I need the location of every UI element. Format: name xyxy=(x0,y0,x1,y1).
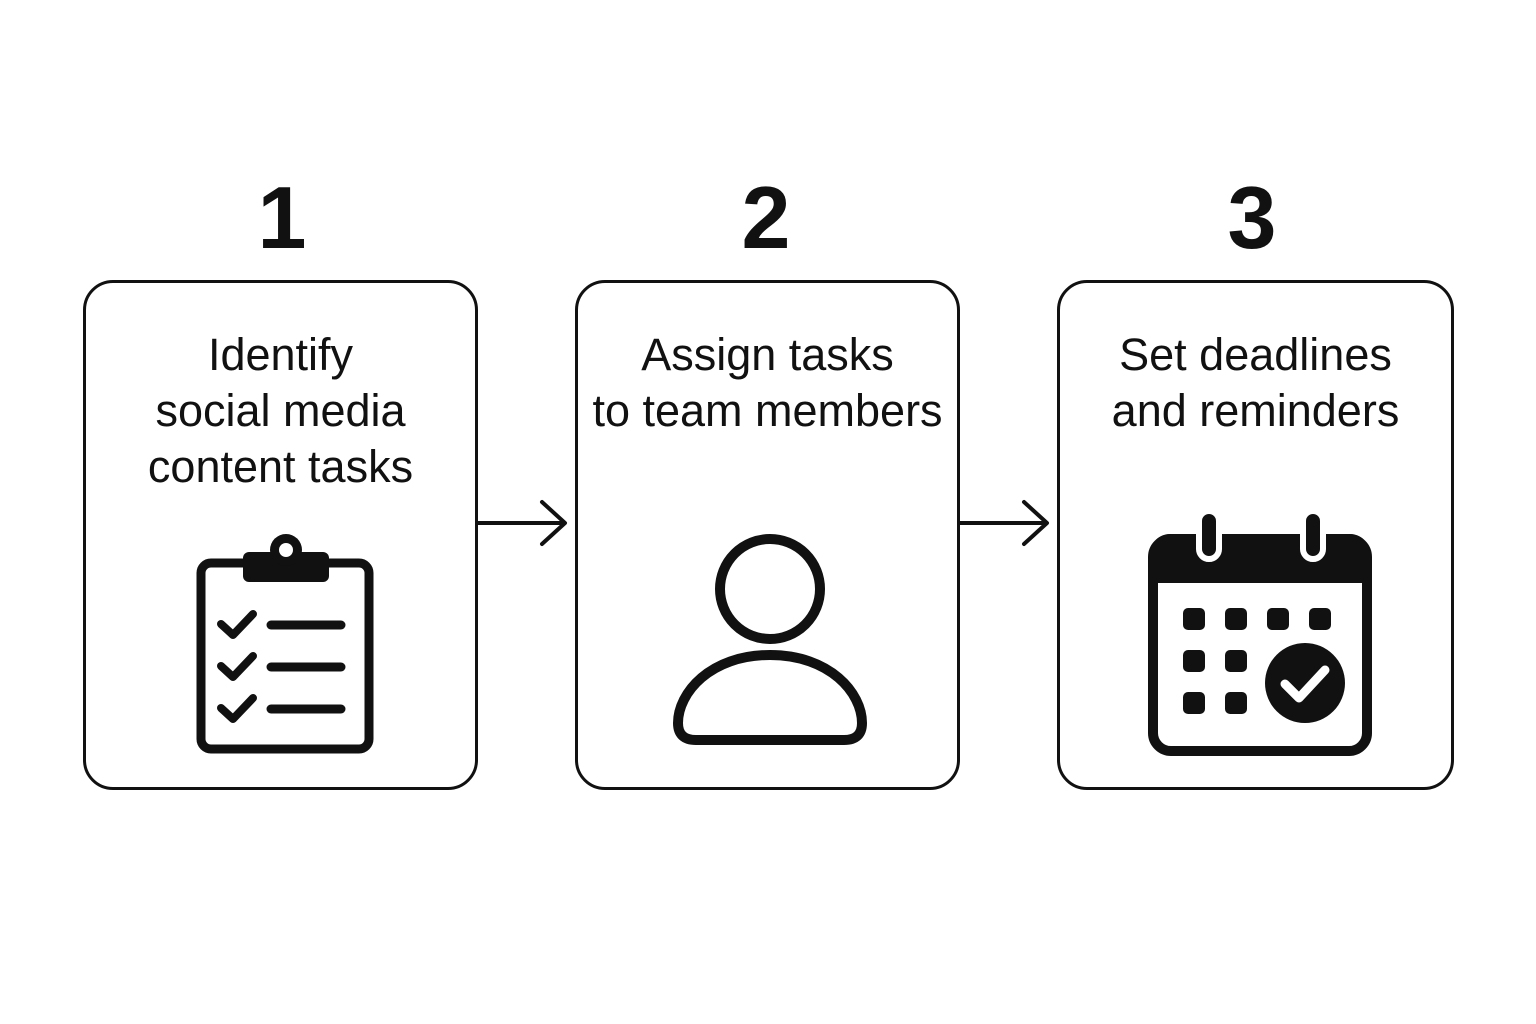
person-icon xyxy=(673,534,867,745)
step-1-label-line-3: content tasks xyxy=(147,441,414,492)
step-3-label: Set deadlines and reminders xyxy=(1060,327,1451,439)
clipboard-checklist-icon xyxy=(196,534,374,754)
step-2-label: Assign tasks to team members xyxy=(578,327,957,439)
step-1-card: Identify social media content tasks xyxy=(83,280,478,790)
arrow-right-icon xyxy=(478,500,567,546)
step-3-label-line-1: Set deadlines xyxy=(1119,329,1392,380)
arrow-right-icon xyxy=(960,500,1049,546)
step-2-number: 2 xyxy=(741,168,791,267)
step-1-label-line-1: Identify xyxy=(207,329,354,380)
step-3-card: Set deadlines and reminders xyxy=(1057,280,1454,790)
step-3-number: 3 xyxy=(1227,168,1277,267)
step-1-label: Identify social media content tasks xyxy=(86,327,475,495)
step-3-label-line-2: and reminders xyxy=(1111,385,1400,436)
step-1-label-line-2: social media xyxy=(155,385,406,436)
step-2-label-line-1: Assign tasks xyxy=(641,329,894,380)
step-2-card: Assign tasks to team members xyxy=(575,280,960,790)
calendar-check-icon xyxy=(1148,511,1372,756)
step-1-number: 1 xyxy=(257,168,307,267)
step-2-label-line-2: to team members xyxy=(592,385,943,436)
